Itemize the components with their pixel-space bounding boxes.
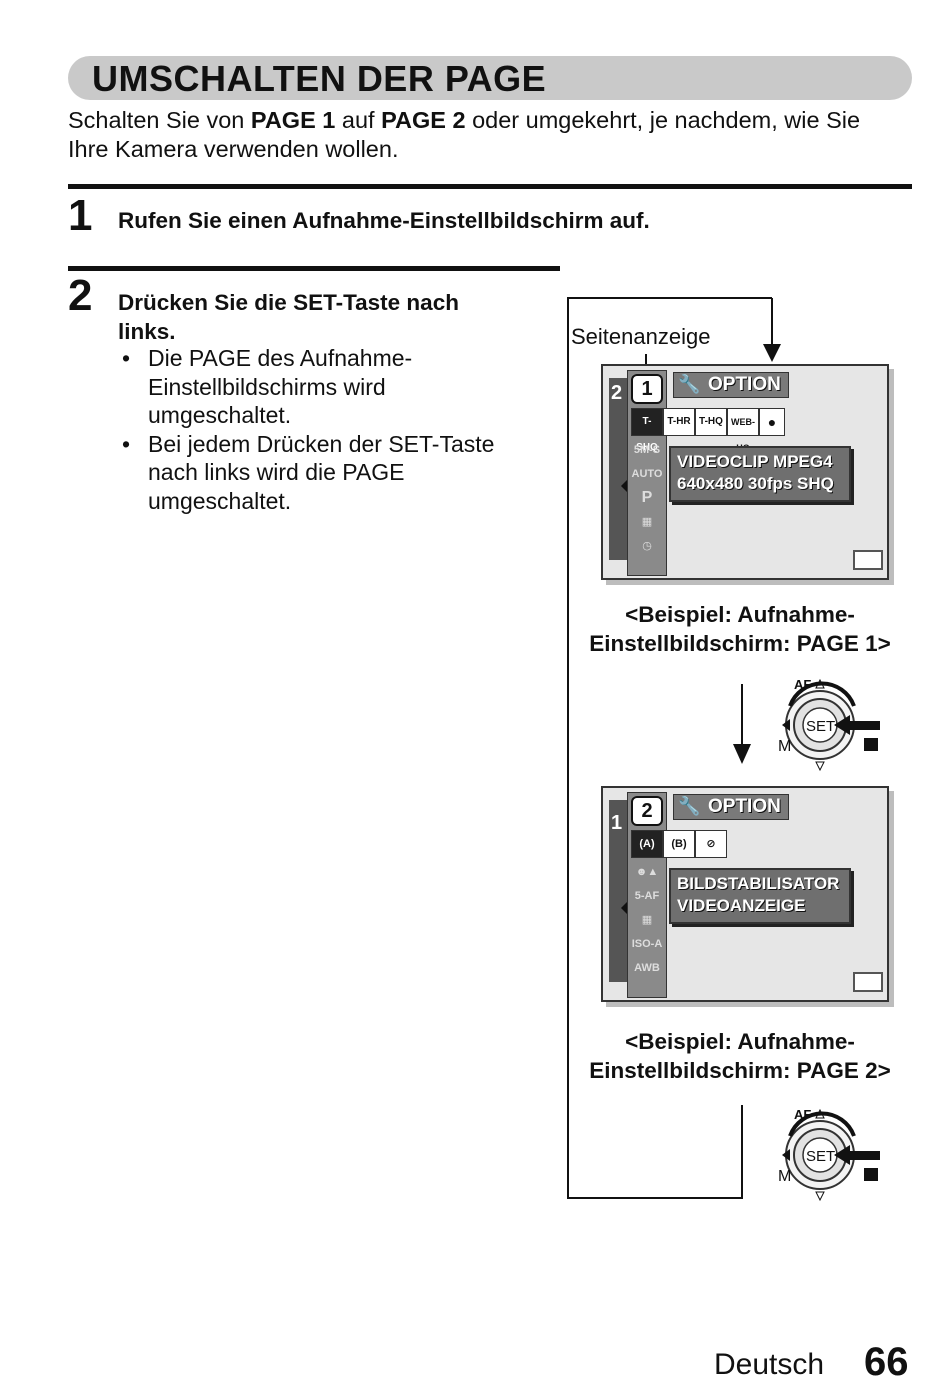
battery-icon [853, 550, 883, 570]
back-page-tab [609, 800, 627, 982]
stabilizer-a-icon: (A) [631, 830, 663, 858]
back-page-number: 2 [611, 382, 623, 404]
dial-center-label: SET [806, 1148, 835, 1165]
step-2-number: 2 [68, 271, 93, 320]
step-2-rule [68, 266, 560, 271]
dial-top-label: AF [794, 1107, 811, 1122]
step-2-bullets: • Die PAGE des Aufnahme- Einstellbildsch… [118, 344, 558, 515]
resolution-icon: 5M-S [633, 444, 661, 456]
intro-text-1: Schalten Sie von [68, 107, 251, 133]
option-header: 🔧 OPTION [673, 794, 789, 820]
microphone-icon: ● [759, 408, 785, 436]
bullet-line: nach links wird die PAGE [148, 459, 405, 485]
top-icon-row: (A) (B) ⊘ [631, 830, 727, 858]
page-number-badge: 2 [631, 796, 663, 826]
caption-page-2-line-1: <Beispiel: Aufnahme- [625, 1029, 855, 1054]
dial-left-label: M [778, 1168, 791, 1185]
intro-text-2: auf [335, 107, 382, 133]
popup-line-1: VIDEOCLIP MPEG4 [677, 452, 833, 471]
page-number-badge: 1 [631, 374, 663, 404]
left-arrow-icon [621, 900, 629, 916]
video-web-hq-icon: WEB-HQ [727, 408, 759, 453]
side-icon-list: ☻▲ 5-AF ▦ ISO-A AWB [631, 860, 663, 980]
camera-screen-page-2: 1 2 🔧 OPTION (A) (B) ⊘ ☻▲ 5-AF ▦ ISO-A A… [601, 786, 889, 1002]
intro-paragraph: Schalten Sie von PAGE 1 auf PAGE 2 oder … [68, 106, 918, 164]
wrench-icon: 🔧 [678, 374, 701, 394]
popup-line-1: BILDSTABILISATOR [677, 874, 840, 893]
caption-page-1-line-2: Einstellbildschirm: PAGE 1> [589, 631, 891, 656]
dial-center-label: SET [806, 718, 835, 735]
page-indicator-label: Seitenanzeige [571, 324, 711, 349]
option-header: 🔧 OPTION [673, 372, 789, 398]
bullet-line: Die PAGE des Aufnahme- [148, 345, 413, 371]
left-arrow-icon [621, 478, 629, 494]
back-page-tab [609, 378, 627, 560]
stabilizer-b-icon: (B) [663, 830, 695, 858]
bullet-line: umgeschaltet. [148, 487, 292, 514]
top-icon-row: T-SHQ T-HR T-HQ WEB-HQ ● [631, 408, 785, 453]
video-shq-icon: T-SHQ [631, 408, 663, 453]
option-label: OPTION [708, 796, 781, 817]
caption-page-2: <Beispiel: Aufnahme- Einstellbildschirm:… [570, 1027, 910, 1085]
side-menu-column [627, 792, 667, 998]
side-icon-list: 5M-S AUTO P ▦ ◷ [631, 438, 663, 558]
intro-text-4: Ihre Kamera verwenden wollen. [68, 136, 399, 162]
option-label: OPTION [708, 374, 781, 395]
step-2-text-line-2: links. [118, 319, 176, 344]
bullet-item: • Bei jedem Drücken der SET-Taste nach l… [118, 430, 558, 516]
stabilizer-off-icon: ⊘ [695, 830, 727, 858]
step-1-rule [68, 184, 912, 189]
camera-screen-page-1: 2 1 🔧 OPTION T-SHQ T-HR T-HQ WEB-HQ ● 5M… [601, 364, 889, 580]
step-2-text: Drücken Sie die SET-Taste nach links. [118, 288, 558, 346]
step-2-text-line-1: Drücken Sie die SET-Taste nach [118, 290, 459, 315]
bullet-line: Einstellbildschirms wird [148, 373, 386, 400]
focus-af-icon: 5-AF [634, 890, 660, 902]
step-1-number: 1 [68, 191, 93, 240]
wrench-icon: 🔧 [678, 796, 701, 816]
intro-bold-1: PAGE 1 [250, 107, 336, 133]
bullet-dot: • [122, 430, 131, 457]
step-1-text: Rufen Sie einen Aufnahme-Einstellbildsch… [118, 208, 650, 233]
battery-icon [853, 972, 883, 992]
intro-text-3: oder umgekehrt, je nachdem, wie Sie [465, 107, 861, 133]
bullet-line: umgeschaltet. [148, 402, 292, 428]
portrait-icon: ☻▲ [635, 866, 659, 878]
video-hq-icon: T-HQ [695, 408, 727, 436]
intro-bold-2: PAGE 2 [381, 107, 466, 133]
side-menu-column [627, 370, 667, 576]
page-title: UMSCHALTEN DER PAGE [92, 58, 547, 99]
back-page-number: 1 [611, 812, 623, 834]
caption-page-1: <Beispiel: Aufnahme- Einstellbildschirm:… [570, 600, 910, 658]
setting-popup: BILDSTABILISATOR VIDEOANZEIGE [669, 868, 851, 924]
self-timer-icon: ◷ [642, 540, 652, 552]
grid-icon: ▦ [641, 914, 653, 926]
caption-page-2-line-2: Einstellbildschirm: PAGE 2> [589, 1058, 891, 1083]
caption-page-1-line-1: <Beispiel: Aufnahme- [625, 602, 855, 627]
popup-line-2: 640x480 30fps SHQ [677, 474, 834, 493]
dial-left-label: M [778, 738, 791, 755]
bullet-item: • Die PAGE des Aufnahme- Einstellbildsch… [118, 344, 558, 430]
set-dial-1: SET AF M [778, 677, 880, 772]
program-mode-icon: P [641, 489, 653, 506]
footer-language: Deutsch [714, 1348, 825, 1381]
video-hr-icon: T-HR [663, 408, 695, 436]
iso-icon: ISO-A [631, 938, 663, 950]
scene-select-icon: ▦ [641, 516, 653, 528]
auto-mode-icon: AUTO [631, 468, 663, 480]
title-bar [68, 56, 912, 100]
bullet-dot: • [122, 345, 131, 371]
popup-line-2: VIDEOANZEIGE [677, 896, 806, 915]
setting-popup: VIDEOCLIP MPEG4 640x480 30fps SHQ [669, 446, 851, 502]
dial-top-label: AF [794, 677, 811, 692]
footer-page-number: 66 [864, 1340, 909, 1384]
white-balance-icon: AWB [634, 962, 660, 974]
bullet-line: Bei jedem Drücken der SET-Taste [148, 430, 495, 457]
set-dial-2: SET AF M [778, 1107, 880, 1202]
